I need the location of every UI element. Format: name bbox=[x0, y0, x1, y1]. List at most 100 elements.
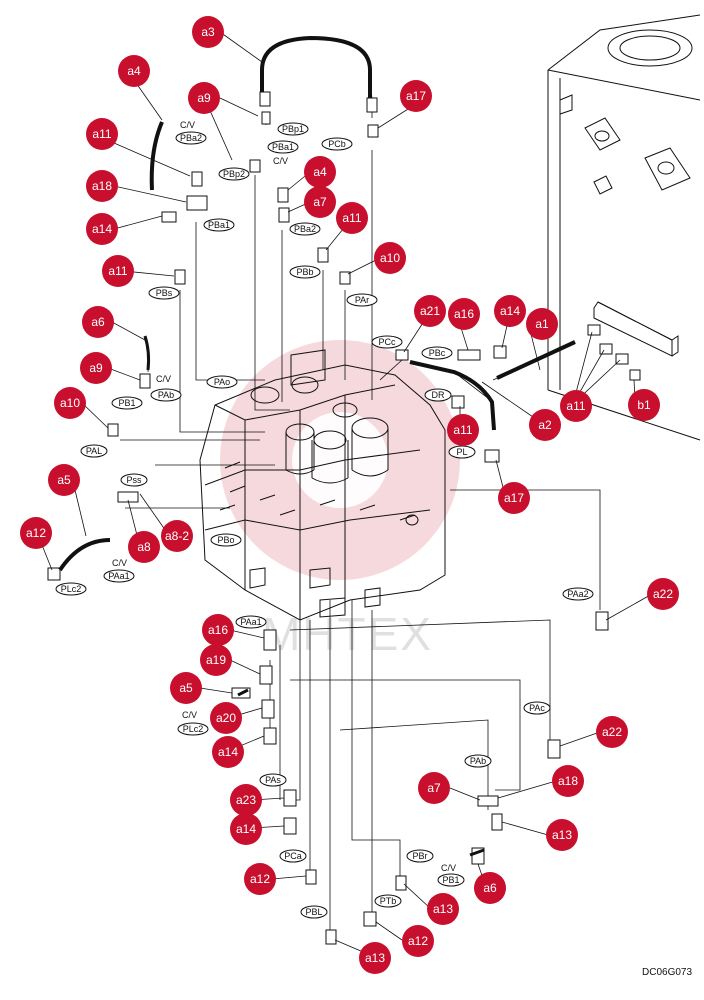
callout-label: a12 bbox=[26, 526, 46, 540]
callout-label: a22 bbox=[653, 587, 673, 601]
callout-label: a8 bbox=[137, 540, 151, 554]
port-label-text: PBo bbox=[217, 535, 234, 545]
port-label-text: PAr bbox=[355, 295, 369, 305]
port-label-5: PBa2 bbox=[290, 223, 320, 235]
fitting bbox=[140, 374, 150, 388]
port-label-30: PB1 bbox=[438, 874, 464, 886]
fitting bbox=[616, 354, 628, 364]
callout-label: a1 bbox=[535, 317, 549, 331]
callout-label: a14 bbox=[500, 304, 520, 318]
port-label-19: PBo bbox=[211, 534, 241, 546]
port-label-6: PBa1 bbox=[204, 219, 234, 231]
callout-label: a6 bbox=[91, 315, 105, 329]
fitting bbox=[260, 666, 272, 684]
fitting bbox=[262, 112, 270, 124]
callout-label: a17 bbox=[406, 89, 426, 103]
fitting bbox=[306, 870, 316, 884]
fitting bbox=[367, 98, 377, 112]
callout-label: a11 bbox=[566, 399, 585, 413]
port-label-12: PAb bbox=[151, 389, 181, 401]
callout-27: a8-2 bbox=[161, 520, 193, 552]
port-label-text: PAa2 bbox=[567, 589, 588, 599]
port-label-22: PAa2 bbox=[563, 588, 593, 600]
callout-9: a11 bbox=[336, 202, 368, 234]
port-label-text: PBL bbox=[305, 907, 322, 917]
callout-3: a17 bbox=[400, 80, 432, 112]
port-label-11: PBc bbox=[422, 347, 452, 359]
fitting bbox=[340, 272, 350, 284]
fitting bbox=[284, 818, 296, 834]
callout-29: a16 bbox=[202, 614, 234, 646]
callout-label: a13 bbox=[552, 828, 572, 842]
callout-38: a13 bbox=[546, 819, 578, 851]
port-label-text: PTb bbox=[380, 896, 397, 906]
fitting bbox=[492, 814, 502, 830]
callout-label: a16 bbox=[454, 307, 474, 321]
port-label-text: PBs bbox=[156, 288, 173, 298]
cv-label: C/V bbox=[441, 863, 456, 873]
callout-label: a8-2 bbox=[165, 529, 189, 543]
port-label-text: PB1 bbox=[442, 875, 459, 885]
port-label-text: PBa1 bbox=[208, 220, 230, 230]
fitting bbox=[262, 700, 274, 718]
fitting bbox=[162, 212, 176, 222]
port-label-31: PTb bbox=[375, 895, 401, 907]
callout-12: a6 bbox=[82, 306, 114, 338]
fitting bbox=[250, 160, 260, 172]
fitting bbox=[192, 172, 202, 186]
fitting bbox=[175, 270, 185, 284]
callouts: a3 a4 a9 a17 a11 a18 a14 a4 a7 a11 a11 a… bbox=[20, 16, 679, 974]
port-label-9: PAr bbox=[347, 294, 377, 306]
fitting bbox=[548, 740, 560, 758]
check-valve-labels: C/V C/V C/V C/V C/V C/V bbox=[112, 120, 456, 873]
port-label-15: DR bbox=[425, 389, 451, 401]
hoses bbox=[60, 38, 575, 855]
callout-label: a3 bbox=[201, 25, 215, 39]
callout-39: a14 bbox=[230, 813, 262, 845]
callout-42: a13 bbox=[427, 893, 459, 925]
callout-26: a8 bbox=[128, 531, 160, 563]
callout-label: a9 bbox=[197, 91, 211, 105]
port-label-13: PAo bbox=[207, 376, 237, 388]
drawing-code: DC06G073 bbox=[642, 967, 692, 978]
callout-24: a5 bbox=[48, 464, 80, 496]
callout-1: a4 bbox=[118, 55, 150, 87]
port-label-text: PCc bbox=[378, 337, 396, 347]
port-label-text: PCb bbox=[328, 139, 346, 149]
port-label-text: PLc2 bbox=[183, 724, 204, 734]
callout-label: a5 bbox=[57, 473, 71, 487]
fitting bbox=[279, 208, 289, 222]
callout-21: a11 bbox=[447, 414, 479, 446]
hydraulic-tank bbox=[548, 15, 700, 440]
callout-40: a6 bbox=[474, 872, 506, 904]
callout-label: a16 bbox=[208, 623, 228, 637]
fitting bbox=[458, 350, 480, 360]
fitting bbox=[187, 196, 207, 210]
callout-label: a6 bbox=[483, 881, 497, 895]
callout-18: a10 bbox=[54, 387, 86, 419]
callout-label: a7 bbox=[427, 781, 441, 795]
callout-label: a4 bbox=[127, 64, 141, 78]
callout-34: a22 bbox=[596, 716, 628, 748]
fitting bbox=[600, 344, 612, 354]
port-label-2: PCb bbox=[322, 138, 352, 150]
callout-label: a21 bbox=[420, 304, 440, 318]
callout-label: a18 bbox=[92, 179, 112, 193]
callout-32: a20 bbox=[210, 702, 242, 734]
callout-14: a16 bbox=[448, 298, 480, 330]
callout-label: a11 bbox=[342, 211, 361, 225]
callout-label: a20 bbox=[216, 711, 236, 725]
callout-label: b1 bbox=[637, 398, 651, 412]
callout-label: a18 bbox=[558, 774, 578, 788]
watermark-gear-hole bbox=[292, 412, 388, 508]
port-label-text: PBp2 bbox=[223, 169, 245, 179]
port-label-0: PBp1 bbox=[278, 123, 308, 135]
port-labels: PBp1 PBa2 PCb PBa1 PBp2 PBa2 PBa1 PBb PB… bbox=[56, 123, 593, 918]
callout-35: a7 bbox=[418, 772, 450, 804]
callout-16: a1 bbox=[526, 308, 558, 340]
port-label-32: PBL bbox=[301, 906, 327, 918]
port-label-14: PB1 bbox=[112, 397, 142, 409]
callout-44: a13 bbox=[359, 942, 391, 974]
port-label-text: Pss bbox=[126, 475, 142, 485]
fitting bbox=[368, 125, 378, 137]
